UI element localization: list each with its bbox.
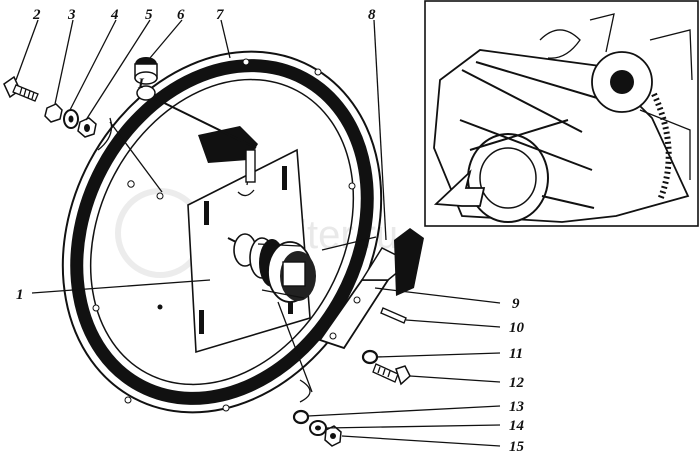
bolt-12 — [372, 363, 411, 386]
callout-7: 7 — [216, 7, 224, 23]
callout-14: 14 — [509, 418, 525, 434]
callout-15: 15 — [509, 439, 525, 455]
bushing-6 — [134, 57, 158, 101]
callout-leaders — [15, 19, 501, 447]
bolt-2 — [3, 75, 39, 102]
callout-8: 8 — [368, 7, 376, 23]
hub-assembly — [227, 233, 316, 303]
spring-washer-11 — [361, 349, 379, 365]
assembly-guide-lines — [97, 117, 377, 403]
callout-1: 1 — [16, 287, 24, 303]
upper-bracket — [149, 95, 258, 197]
fastener-set-right — [292, 409, 342, 447]
view-label: I — [137, 76, 145, 92]
callout-13: 13 — [509, 399, 525, 415]
callout-6: 6 — [177, 7, 185, 23]
callout-2: 2 — [32, 7, 41, 23]
pin-10 — [380, 307, 407, 324]
inset-machine-view — [424, 0, 699, 227]
callout-3: 3 — [67, 7, 76, 23]
lever-bracket-8 — [318, 228, 424, 350]
callout-11: 11 — [509, 346, 523, 362]
nut-washer-set-left — [44, 103, 97, 138]
callout-12: 12 — [509, 375, 525, 391]
callout-4: 4 — [110, 7, 119, 23]
callout-9: 9 — [512, 296, 520, 312]
callout-5: 5 — [145, 7, 153, 23]
callout-10: 10 — [509, 320, 525, 336]
